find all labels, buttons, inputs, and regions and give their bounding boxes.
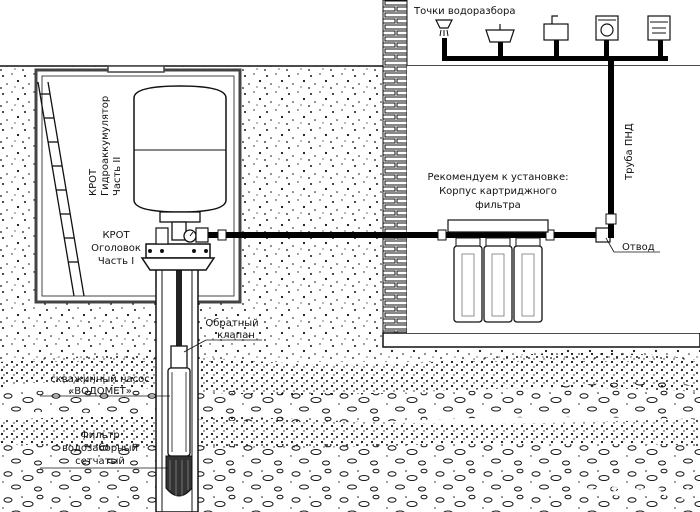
branch-label: Отвод <box>622 242 655 253</box>
pipe-pnd-label: Труба ПНД <box>624 123 635 181</box>
cartridge-filter-housing <box>447 219 549 323</box>
check-valve-label-line2: клапан <box>217 330 255 341</box>
accumulator-label: КРОТ Гидроаккумулятор Часть II <box>88 96 123 196</box>
water-points-label: Точки водоразбора <box>413 6 515 17</box>
accumulator-label-line1: КРОТ <box>88 168 99 196</box>
check-valve <box>170 345 188 369</box>
wellhead-label-line1: КРОТ <box>102 230 130 241</box>
pump <box>167 367 191 457</box>
house-floor <box>382 332 700 348</box>
filter-label-line2: водозаборный <box>62 443 138 454</box>
ladder <box>37 81 85 297</box>
kitchen-sink-icon <box>543 15 569 41</box>
wellhead-label-line3: Часть I <box>98 256 134 267</box>
dishwasher-icon <box>647 15 671 41</box>
wellhead-label-line2: Оголовок <box>91 243 141 254</box>
filter-label-line1: Фильтр <box>80 430 120 441</box>
accumulator-label-line2: Гидроаккумулятор <box>100 96 111 196</box>
distribution-pipes <box>442 38 668 61</box>
recommend-label-line1: Рекомендуем к установке: <box>428 172 569 183</box>
pump-label-line1: скважинный насос <box>50 374 150 385</box>
leader-lines <box>40 237 660 469</box>
watermark: multicom.by <box>578 481 690 500</box>
sink-icon <box>485 24 515 43</box>
pump-label-line2: «ВОДОМЕТ» <box>68 386 132 397</box>
pebble-layer-2 <box>0 444 700 512</box>
check-valve-label-line1: Обратный <box>205 318 258 329</box>
shower-icon <box>435 19 453 37</box>
mesh-filter <box>165 455 193 497</box>
brick-wall <box>382 0 408 346</box>
filter-label-line3: сетчатый <box>75 456 125 467</box>
supply-pipe <box>195 227 614 243</box>
recommend-label-line2: Корпус картриджного <box>439 186 557 197</box>
vertical-pnd-pipe <box>605 56 617 238</box>
recommend-label-line3: фильтра <box>475 200 521 211</box>
riser-pipe <box>176 262 182 362</box>
wellhead <box>140 243 216 271</box>
accumulator-label-line3: Часть II <box>112 157 123 196</box>
washing-machine-icon <box>595 15 619 41</box>
accumulator-tank <box>133 85 227 241</box>
